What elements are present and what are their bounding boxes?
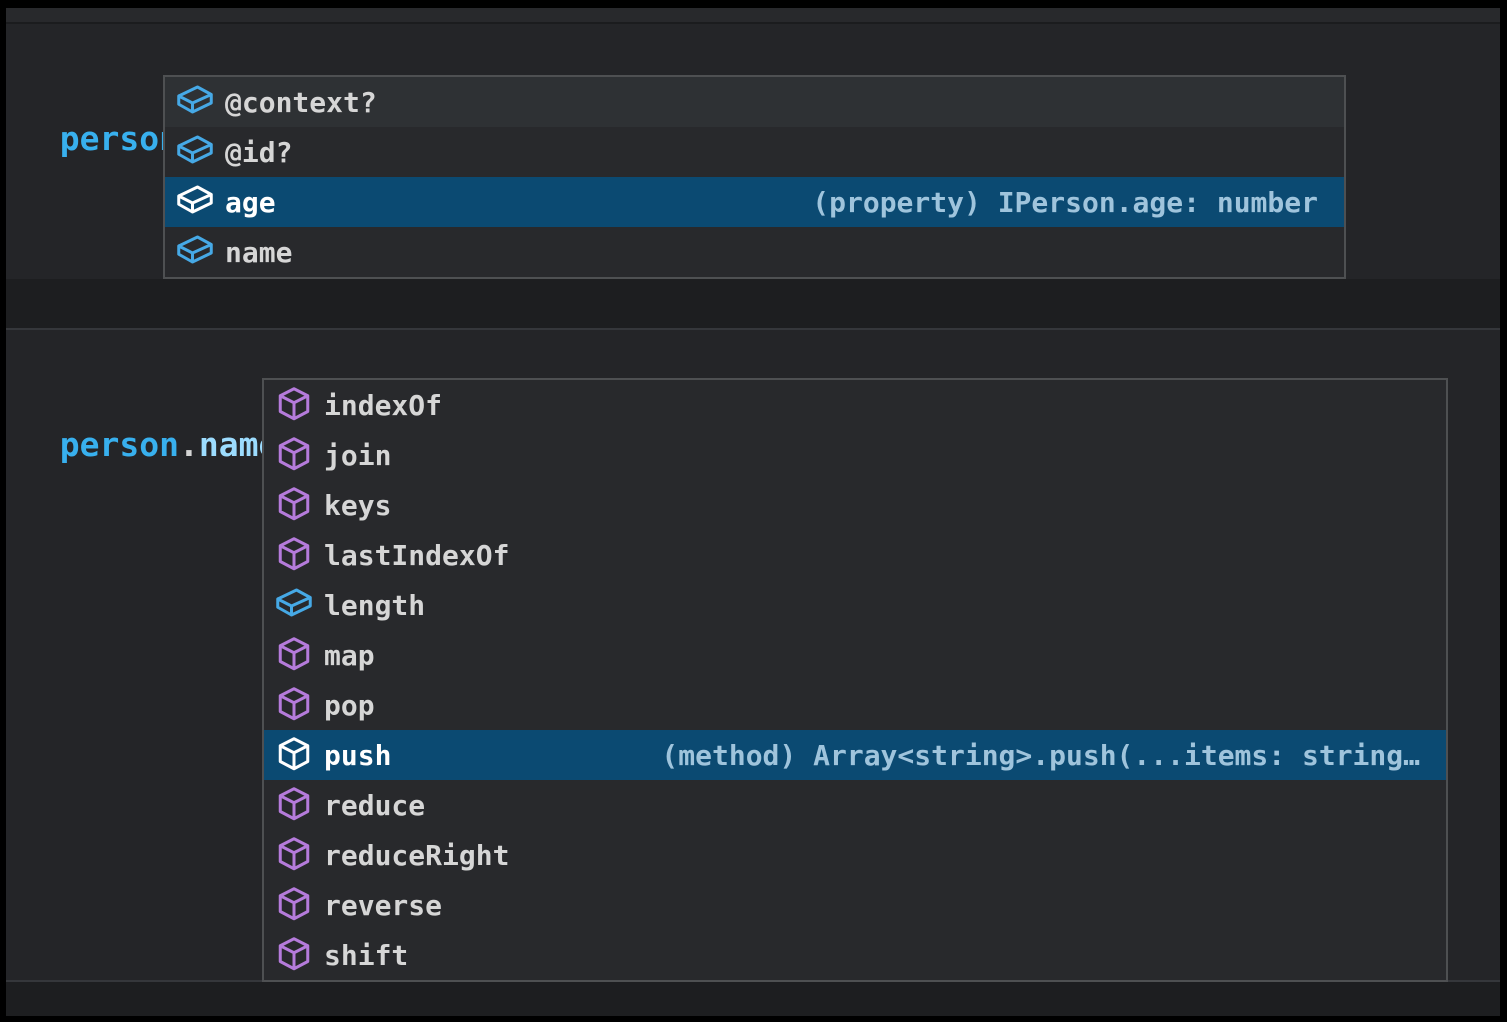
symbol-method-icon [274,685,314,725]
suggestion-item[interactable]: reduce [264,780,1446,830]
symbol-method-icon [274,385,314,425]
symbol-method-icon [274,635,314,675]
suggestion-item[interactable]: reverse [264,880,1446,930]
suggestion-label: length [324,588,426,622]
suggestion-label: @id? [225,135,293,169]
suggestion-item[interactable]: join [264,430,1446,480]
code-token: . [178,425,199,464]
suggestion-item[interactable]: indexOf [264,380,1446,430]
suggestion-item[interactable]: map [264,630,1446,680]
symbol-method-icon [274,435,314,475]
suggestion-item[interactable]: name [165,227,1344,277]
suggestion-item[interactable]: shift [264,930,1446,980]
suggestion-item[interactable]: reduceRight [264,830,1446,880]
code-line-person-name[interactable]: person.name.; [20,330,318,464]
suggestion-label: map [324,638,375,672]
suggestion-item[interactable]: @context? [165,77,1344,127]
suggestion-label: push [324,738,392,772]
suggestion-item[interactable]: pop [264,680,1446,730]
suggestion-label: reduce [324,788,426,822]
suggestion-label: name [225,235,293,269]
suggestion-label: lastIndexOf [324,538,510,572]
suggestion-label: reduceRight [324,838,510,872]
suggestion-label: shift [324,938,409,972]
symbol-method-icon [274,835,314,875]
suggestion-detail: (property) IPerson.age: number [812,185,1318,219]
suggestion-label: join [324,438,392,472]
suggestion-label: reverse [324,888,443,922]
code-token: person [59,119,179,158]
symbol-field-icon [175,232,215,272]
suggest-widget-person[interactable]: @context? @id? [163,75,1346,279]
top-strip [6,8,1500,24]
suggestion-label: indexOf [324,388,443,422]
editor-screen: person.; @context? [6,8,1500,1016]
code-line-person[interactable]: person.; [20,24,219,158]
suggestion-item[interactable]: length [264,580,1446,630]
suggestion-label: age [225,185,276,219]
suggestion-item[interactable]: age (property) IPerson.age: number [165,177,1344,227]
symbol-field-icon [274,585,314,625]
code-token: person [59,425,179,464]
symbol-method-icon [274,485,314,525]
symbol-method-icon [274,735,314,775]
section-divider [6,279,1500,330]
suggest-widget-person-name[interactable]: indexOf join [262,378,1448,982]
symbol-field-icon [175,82,215,122]
suggestion-label: @context? [225,85,377,119]
symbol-method-icon [274,885,314,925]
suggestion-label: keys [324,488,392,522]
symbol-method-icon [274,785,314,825]
suggestion-item[interactable]: push (method) Array<string>.push(...item… [264,730,1446,780]
symbol-field-icon [175,182,215,222]
suggestion-item[interactable]: lastIndexOf [264,530,1446,580]
bottom-strip [6,980,1500,1016]
suggestion-item[interactable]: @id? [165,127,1344,177]
suggestion-detail: (method) Array<string>.push(...items: st… [661,738,1420,772]
symbol-field-icon [175,132,215,172]
symbol-method-icon [274,935,314,975]
symbol-method-icon [274,535,314,575]
suggestion-item[interactable]: keys [264,480,1446,530]
suggestion-label: pop [324,688,375,722]
